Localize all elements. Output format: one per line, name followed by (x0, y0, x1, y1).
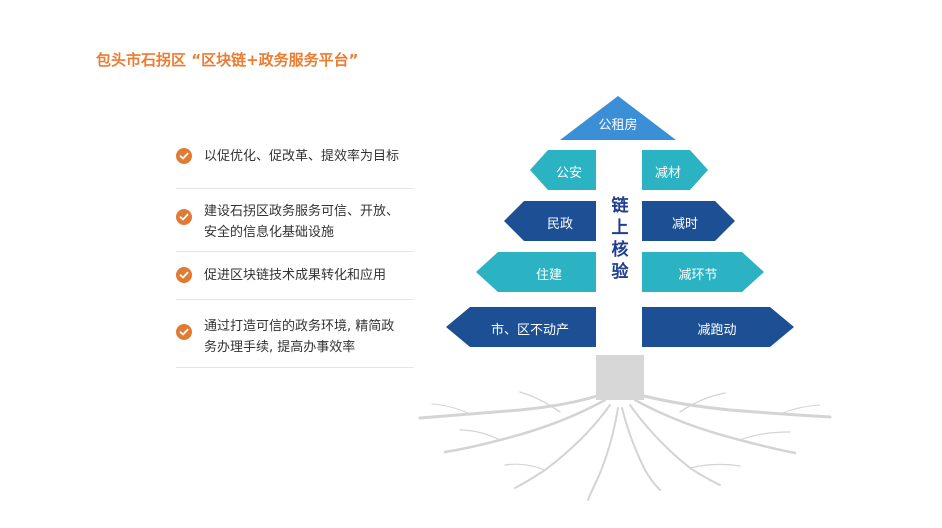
list-item-text: 促进区块链技术成果转化和应用 (204, 265, 386, 286)
tree-left-label-1: 公安 (555, 166, 582, 181)
center-vertical-label: 链 上 核 验 (606, 195, 634, 283)
tree-left-label-2: 民政 (546, 217, 573, 232)
check-circle-icon (176, 148, 192, 164)
list-item: 通过打造可信的政务环境, 精简政 务办理手续, 提高办事效率 (176, 300, 414, 368)
list-item-text: 建设石拐区政务服务可信、开放、 安全的信息化基础设施 (204, 201, 399, 243)
list-item-text: 通过打造可信的政务环境, 精简政 务办理手续, 提高办事效率 (204, 316, 394, 358)
tree-top-block (560, 96, 676, 140)
center-char: 上 (611, 218, 629, 238)
tree-spine (596, 145, 644, 355)
tree-right-label-2: 减时 (671, 217, 698, 232)
list-item-line: 务办理手续, 提高办事效率 (204, 340, 356, 355)
list-item-line: 通过打造可信的政务环境, 精简政 (204, 319, 395, 334)
bullet-list: 以促优化、促改革、提效率为目标 建设石拐区政务服务可信、开放、 安全的信息化基础… (176, 146, 414, 368)
list-item-line: 安全的信息化基础设施 (204, 225, 335, 240)
tree-top-label: 公租房 (598, 118, 638, 133)
tree-right-block-3 (642, 252, 764, 292)
center-char: 验 (611, 262, 629, 282)
tree-roots (418, 353, 832, 501)
list-item: 建设石拐区政务服务可信、开放、 安全的信息化基础设施 (176, 189, 414, 252)
tree-right-block-2 (642, 201, 735, 241)
tree-right-block-4 (642, 307, 794, 347)
list-item: 促进区块链技术成果转化和应用 (176, 252, 414, 300)
tree-left-label-4: 市、区不动产 (490, 323, 569, 338)
page-title: 包头市石拐区 “区块链+政务服务平台” (96, 51, 359, 69)
check-circle-icon (176, 209, 192, 225)
tree-right-block-1 (642, 150, 708, 190)
list-item: 以促优化、促改革、提效率为目标 (176, 146, 414, 189)
tree-right-label-3: 减环节 (678, 268, 718, 283)
center-char: 核 (611, 240, 629, 260)
tree-left-block-3 (476, 252, 596, 292)
check-circle-icon (176, 267, 192, 283)
tree-left-block-1 (530, 150, 596, 190)
tree-left-block-4 (446, 307, 596, 347)
list-item-text: 以促优化、促改革、提效率为目标 (204, 146, 399, 167)
list-item-line: 以促优化、促改革、提效率为目标 (204, 149, 400, 164)
list-item-line: 建设石拐区政务服务可信、开放、 (204, 204, 400, 219)
tree-left-label-3: 住建 (535, 268, 562, 283)
tree-right-label-1: 减材 (654, 166, 681, 181)
tree-trunk (596, 352, 644, 400)
tree-right-label-4: 减跑动 (697, 323, 737, 338)
list-item-line: 促进区块链技术成果转化和应用 (204, 268, 387, 283)
center-char: 链 (611, 196, 629, 216)
tree-left-block-2 (504, 201, 596, 241)
check-circle-icon (176, 324, 192, 340)
